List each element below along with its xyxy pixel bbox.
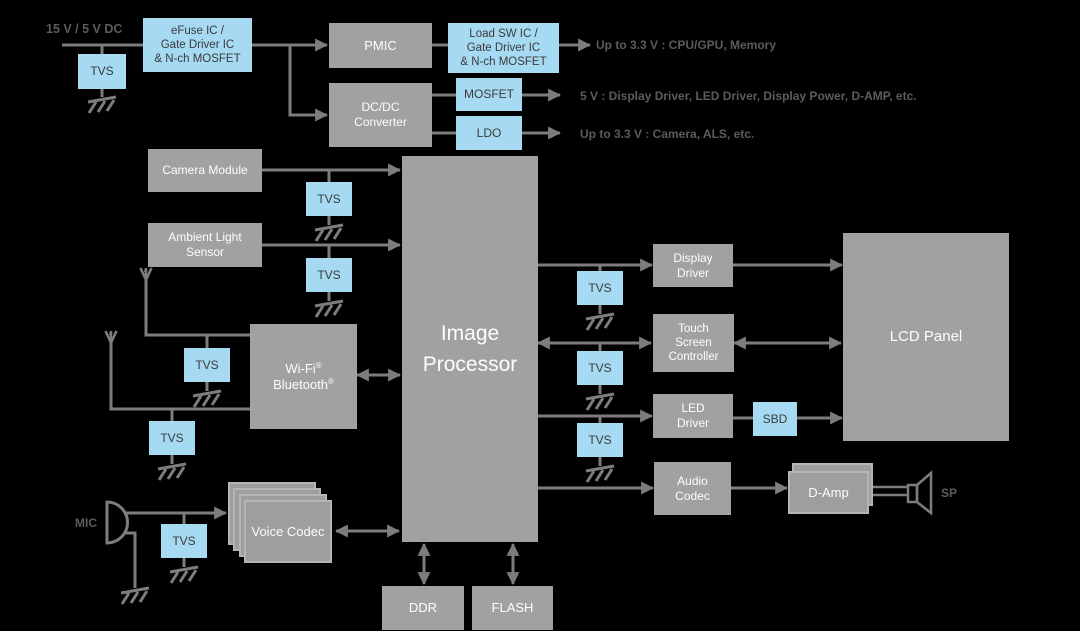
speaker-body bbox=[906, 483, 919, 504]
bluetooth-line: Bluetooth® bbox=[273, 377, 334, 393]
wifi-bluetooth-block: Wi-Fi® Bluetooth® bbox=[250, 324, 357, 429]
speaker-wires bbox=[869, 485, 908, 497]
touch-screen-controller-block: Touch Screen Controller bbox=[653, 314, 734, 372]
led-driver-block: LED Driver bbox=[653, 394, 733, 438]
rail-camera-label: Up to 3.3 V : Camera, ALS, etc. bbox=[580, 127, 755, 141]
rail-display-label: 5 V : Display Driver, LED Driver, Displa… bbox=[580, 89, 917, 103]
antenna1-wire bbox=[144, 280, 250, 337]
display-driver-block: Display Driver bbox=[653, 244, 733, 287]
tvs-block-ambient: TVS bbox=[306, 258, 352, 292]
load-sw-block: Load SW IC / Gate Driver IC & N-ch MOSFE… bbox=[448, 23, 559, 73]
image-processor-block: Image Processor bbox=[402, 156, 538, 542]
flash-block: FLASH bbox=[472, 586, 553, 630]
wifi-text: Wi-Fi bbox=[285, 360, 316, 376]
camera-module-block: Camera Module bbox=[148, 149, 262, 192]
wifi-line: Wi-Fi® bbox=[285, 361, 321, 377]
ground-icon bbox=[86, 95, 118, 115]
ambient-light-sensor-block: Ambient Light Sensor bbox=[148, 223, 262, 267]
ground-icon bbox=[156, 462, 188, 482]
sbd-block: SBD bbox=[753, 402, 797, 436]
speaker-icon bbox=[906, 470, 933, 516]
rail-cpu-label: Up to 3.3 V : CPU/GPU, Memory bbox=[596, 38, 777, 52]
bluetooth-text: Bluetooth bbox=[273, 376, 329, 392]
ground-icon bbox=[191, 389, 223, 409]
ddr-block: DDR bbox=[382, 586, 464, 630]
speaker-cone bbox=[915, 470, 933, 516]
tvs-block-camera: TVS bbox=[306, 182, 352, 216]
ground-icon bbox=[584, 392, 616, 412]
ground-icon bbox=[313, 223, 345, 243]
microphone-icon bbox=[105, 500, 129, 545]
efuse-block: eFuse IC / Gate Driver IC & N-ch MOSFET bbox=[143, 18, 252, 72]
efuse-to-dcdc-wire bbox=[288, 45, 329, 122]
speaker-label: SP bbox=[941, 486, 958, 500]
mic-ground-wire bbox=[124, 531, 137, 588]
antenna-icon bbox=[104, 329, 118, 345]
ldo-block: LDO bbox=[456, 116, 522, 150]
antenna-icon bbox=[139, 266, 153, 282]
audio-codec-block: Audio Codec bbox=[654, 462, 731, 515]
ground-icon bbox=[168, 565, 200, 585]
ground-icon bbox=[119, 586, 151, 606]
tvs-block-antenna1: TVS bbox=[184, 348, 230, 382]
tvs-block-supply: TVS bbox=[78, 54, 126, 89]
tvs-block-mic: TVS bbox=[161, 524, 207, 558]
tvs-block-touch: TVS bbox=[577, 351, 623, 385]
ground-icon bbox=[313, 299, 345, 319]
tvs-block-led: TVS bbox=[577, 423, 623, 457]
mosfet-block: MOSFET bbox=[456, 78, 522, 111]
damp-block: D-Amp bbox=[788, 471, 869, 514]
tvs-block-display: TVS bbox=[577, 271, 623, 305]
voice-codec-block: Voice Codec bbox=[244, 500, 332, 563]
ground-icon bbox=[584, 464, 616, 484]
supply-voltage-label: 15 V / 5 V DC bbox=[46, 22, 123, 36]
registered-mark: ® bbox=[328, 376, 334, 386]
ground-icon bbox=[584, 312, 616, 332]
registered-mark: ® bbox=[315, 360, 322, 370]
pmic-block: PMIC bbox=[329, 23, 432, 68]
dcdc-converter-block: DC/DC Converter bbox=[329, 83, 432, 147]
lcd-panel-block: LCD Panel bbox=[843, 233, 1009, 441]
tvs-block-antenna2: TVS bbox=[149, 421, 195, 455]
mic-label: MIC bbox=[75, 516, 97, 530]
